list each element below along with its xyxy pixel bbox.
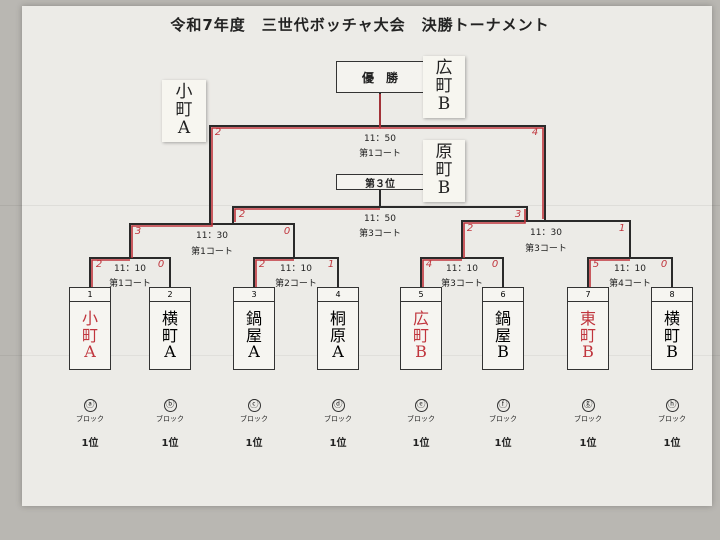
block-label-a: ⓐ ブロック 1位 <box>76 399 104 449</box>
team-number: 3 <box>234 288 274 302</box>
team-number: 2 <box>150 288 190 302</box>
semi-left-time: 11：30 <box>196 231 228 241</box>
score-q3-right: 0 <box>491 259 499 270</box>
block-label-e: ⓔ ブロック 1位 <box>407 399 435 449</box>
semi-right-time: 11：30 <box>530 228 562 238</box>
score-q2-left: 2 <box>258 259 266 270</box>
third-time: 11：50 <box>364 214 396 224</box>
bracket-final <box>209 125 546 224</box>
block-label-c: ⓒ ブロック 1位 <box>240 399 268 449</box>
third-court: 第3コート <box>359 229 401 239</box>
team-number: 1 <box>70 288 110 302</box>
q3-court: 第3コート <box>441 279 483 289</box>
semi-left-court: 第1コート <box>191 247 233 257</box>
score-third-right: 3 <box>514 209 522 220</box>
bracket-q2 <box>253 257 339 287</box>
team-number: 6 <box>483 288 523 302</box>
q1-time: 11：10 <box>114 264 146 274</box>
score-q2-right: 1 <box>327 259 335 270</box>
score-final-right: 4 <box>531 127 539 138</box>
q4-time: 11：10 <box>614 264 646 274</box>
paper-fold <box>0 355 720 356</box>
semi-right-court: 第3コート <box>525 244 567 254</box>
score-semi-right-left: 2 <box>466 223 474 234</box>
team-number: 5 <box>401 288 441 302</box>
score-semi-left-left: 3 <box>134 226 142 237</box>
paper-fold <box>0 205 720 206</box>
q1-court: 第1コート <box>109 279 151 289</box>
score-final-left: 2 <box>214 127 222 138</box>
block-label-h: ⓗ ブロック 1位 <box>658 399 686 449</box>
q3-time: 11：10 <box>446 264 478 274</box>
score-q1-left: 2 <box>95 259 103 270</box>
score-semi-left-right: 0 <box>283 226 291 237</box>
final-time: 11：50 <box>364 134 396 144</box>
score-q3-left: 4 <box>425 259 433 270</box>
block-label-g: ⓖ ブロック 1位 <box>574 399 602 449</box>
block-label-b: ⓑ ブロック 1位 <box>156 399 184 449</box>
score-q1-right: 0 <box>157 259 165 270</box>
block-label-d: ⓓ ブロック 1位 <box>324 399 352 449</box>
q2-court: 第2コート <box>275 279 317 289</box>
score-third-left: 2 <box>238 209 246 220</box>
page-title: 令和7年度 三世代ボッチャ大会 決勝トーナメント <box>170 16 550 34</box>
block-label-f: ⓕ ブロック 1位 <box>489 399 517 449</box>
team-number: 8 <box>652 288 692 302</box>
team-number: 4 <box>318 288 358 302</box>
team-number: 7 <box>568 288 608 302</box>
q4-court: 第4コート <box>609 279 651 289</box>
final-court: 第1コート <box>359 149 401 159</box>
score-semi-right-right: 1 <box>618 223 626 234</box>
score-q4-right: 0 <box>660 259 668 270</box>
third-place-box: 第３位 <box>336 174 424 190</box>
q2-time: 11：10 <box>280 264 312 274</box>
champion-box: 優 勝 <box>336 61 424 93</box>
score-q4-left: 5 <box>592 259 600 270</box>
